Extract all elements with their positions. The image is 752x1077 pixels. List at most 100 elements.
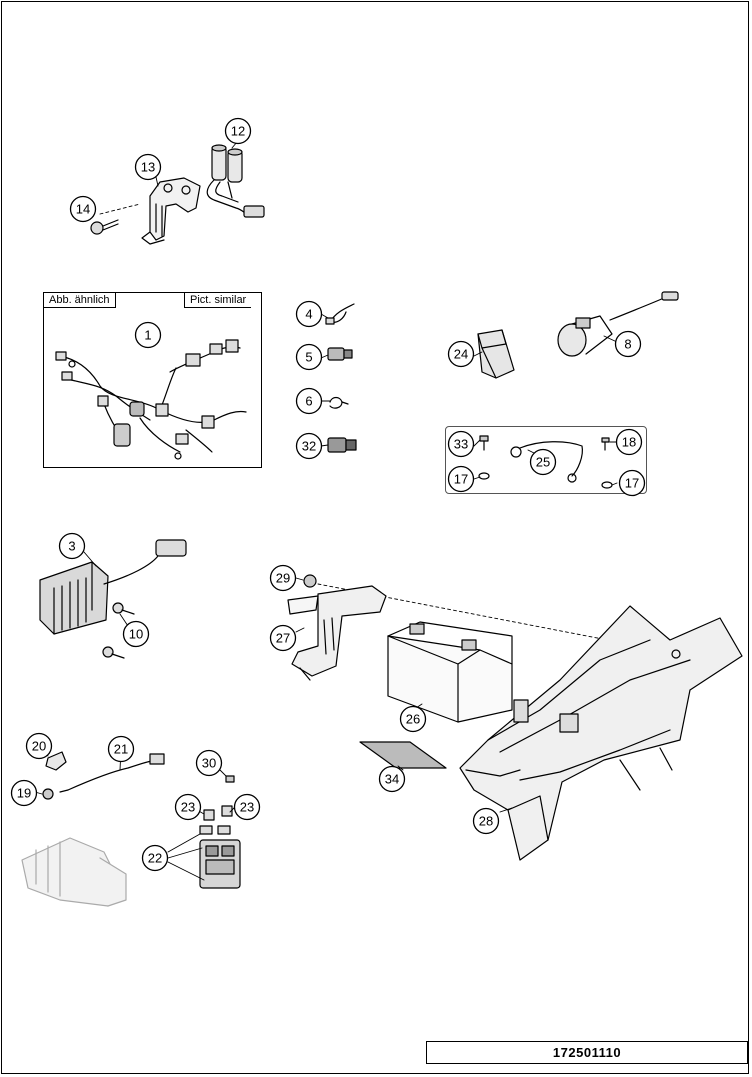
part-34-pad <box>359 741 447 769</box>
callout-circle <box>447 340 475 368</box>
hardware-group-box <box>445 426 647 494</box>
callout-number: 34 <box>385 772 399 787</box>
callout-3: 3 <box>58 532 86 560</box>
inset-label-english: Pict. similar <box>184 293 252 308</box>
callout-number: 6 <box>305 394 312 409</box>
callout-number: 21 <box>114 742 128 757</box>
part-4-cable-tie <box>325 303 355 325</box>
callout-33: 33 <box>447 430 475 458</box>
callout-number: 30 <box>202 756 216 771</box>
part-12-ignition-switch <box>206 144 265 218</box>
part-3-regulator <box>39 539 187 635</box>
callout-number: 17 <box>625 476 639 491</box>
callout-circle <box>224 117 252 145</box>
callout-24: 24 <box>447 340 475 368</box>
callout-13: 13 <box>134 153 162 181</box>
callout-circle <box>10 779 38 807</box>
callout-number: 26 <box>406 712 420 727</box>
part-27-battery-holder <box>287 585 387 681</box>
inset-box-wiring-harness <box>43 292 262 468</box>
callout-32: 32 <box>295 432 323 460</box>
callout-circle <box>472 807 500 835</box>
callout-number: 33 <box>454 437 468 452</box>
callout-number: 1 <box>144 328 151 343</box>
part-22-starter-relay <box>199 825 241 889</box>
callout-circle <box>295 387 323 415</box>
callout-number: 24 <box>454 347 468 362</box>
callout-circle <box>269 624 297 652</box>
part-8-horn <box>557 291 679 357</box>
starter-motor <box>21 837 127 907</box>
callout-10: 10 <box>122 620 150 648</box>
part-6-clip <box>329 396 349 409</box>
part-28-battery-box <box>459 605 743 861</box>
callout-17: 17 <box>618 469 646 497</box>
callout-circle <box>615 428 643 456</box>
inset-label-german: Abb. ähnlich <box>44 293 116 308</box>
part-10-screws <box>102 602 135 659</box>
callout-30: 30 <box>195 749 223 777</box>
callout-circle <box>25 732 53 760</box>
callout-circle <box>134 321 162 349</box>
callout-circle <box>378 765 406 793</box>
callout-number: 12 <box>231 124 245 139</box>
callout-circle <box>233 793 261 821</box>
part-26-battery <box>387 621 513 723</box>
callout-number: 23 <box>240 800 254 815</box>
callout-8: 8 <box>614 330 642 358</box>
callout-26: 26 <box>399 705 427 733</box>
document-number: 172501110 <box>426 1041 748 1064</box>
callout-number: 5 <box>305 350 312 365</box>
callout-number: 8 <box>624 337 631 352</box>
callout-circle <box>447 465 475 493</box>
callout-number: 13 <box>141 160 155 175</box>
callout-number: 25 <box>536 455 550 470</box>
callout-circle <box>399 705 427 733</box>
part-14-screw <box>90 203 141 235</box>
part-23-fuse-b <box>221 805 233 817</box>
callout-number: 27 <box>276 631 290 646</box>
part-19-nut <box>42 788 54 800</box>
callout-circle <box>107 735 135 763</box>
part-17-washer-a <box>478 472 490 480</box>
callout-number: 3 <box>68 539 75 554</box>
part-1-wiring-harness <box>55 339 247 460</box>
callout-27: 27 <box>269 624 297 652</box>
callout-number: 10 <box>129 627 143 642</box>
callout-29: 29 <box>269 564 297 592</box>
callout-23: 23 <box>174 793 202 821</box>
callout-circle <box>295 343 323 371</box>
callout-number: 17 <box>454 472 468 487</box>
callout-circle <box>295 432 323 460</box>
part-25-battery-cable <box>510 441 583 483</box>
callout-number: 32 <box>302 439 316 454</box>
part-24-cover <box>477 329 515 379</box>
callout-25: 25 <box>529 448 557 476</box>
callout-number: 29 <box>276 571 290 586</box>
callout-circle <box>529 448 557 476</box>
callout-circle <box>195 749 223 777</box>
part-20-cap <box>45 751 67 771</box>
callout-18: 18 <box>615 428 643 456</box>
part-32-connector <box>327 437 357 453</box>
callout-number: 18 <box>622 435 636 450</box>
callout-28: 28 <box>472 807 500 835</box>
part-18-screw <box>601 437 610 451</box>
callout-14: 14 <box>69 195 97 223</box>
callout-number: 14 <box>76 202 90 217</box>
callout-circle <box>134 153 162 181</box>
callout-12: 12 <box>224 117 252 145</box>
callout-circle <box>618 469 646 497</box>
callout-circle <box>69 195 97 223</box>
callout-21: 21 <box>107 735 135 763</box>
callout-19: 19 <box>10 779 38 807</box>
callout-circle <box>174 793 202 821</box>
part-30-screw <box>225 775 235 783</box>
callout-number: 22 <box>148 851 162 866</box>
callout-circle <box>295 300 323 328</box>
callout-34: 34 <box>378 765 406 793</box>
callout-circle <box>614 330 642 358</box>
